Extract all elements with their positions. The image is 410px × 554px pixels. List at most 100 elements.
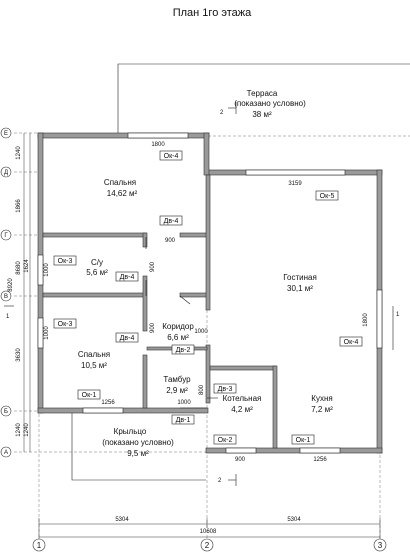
svg-text:1800: 1800 — [151, 142, 165, 148]
tag-ok4-right: Ок-4 — [339, 336, 363, 347]
tag-dv2: Дв-2 — [171, 344, 195, 355]
svg-text:Дв-3: Дв-3 — [218, 386, 233, 393]
windows — [37, 132, 383, 454]
tag-ok5: Ок-5 — [315, 190, 339, 201]
room-labels: Терраса (показано условно) 38 м² Спальня… — [78, 89, 333, 458]
window-living-right — [376, 289, 383, 349]
tag-ok2: Ок-2 — [213, 434, 237, 445]
opening-dimensions: 1800 3159 900 900 1000 900 1000 1000 800… — [44, 142, 369, 463]
svg-text:3630: 3630 — [16, 348, 22, 362]
axis-row-g: Г — [4, 233, 8, 239]
tag-ok3-lower: Ок-3 — [53, 318, 77, 329]
svg-text:900: 900 — [150, 261, 156, 272]
svg-text:Дв-4: Дв-4 — [164, 218, 179, 225]
terrace-area: 38 м² — [252, 110, 272, 119]
bedroom1-area: 14,62 м² — [107, 189, 138, 198]
svg-text:1000: 1000 — [194, 329, 208, 335]
vestibule-area: 2,9 м² — [166, 386, 188, 395]
svg-text:1256: 1256 — [313, 457, 327, 463]
svg-text:8920: 8920 — [8, 278, 14, 292]
svg-text:Ок-5: Ок-5 — [320, 193, 335, 200]
corridor-name: Коридор — [162, 322, 194, 331]
porch-note: (показано условно) — [102, 438, 174, 447]
svg-text:1000: 1000 — [44, 326, 50, 340]
axis-row-a: А — [4, 450, 8, 456]
svg-text:1866: 1866 — [16, 199, 22, 213]
span-right: 5304 — [287, 517, 301, 523]
bedroom2-name: Спальня — [78, 350, 110, 359]
axis-col-3: 3 — [378, 541, 383, 550]
boiler-area: 4,2 м² — [231, 405, 253, 414]
svg-text:1256: 1256 — [101, 400, 115, 406]
svg-text:Дв-4: Дв-4 — [120, 335, 135, 342]
window-bedroom1 — [127, 132, 189, 139]
section-mark-bottom: 2 — [218, 478, 222, 484]
svg-text:900: 900 — [150, 322, 156, 333]
terrace-note: (показано условно) — [234, 99, 306, 108]
svg-text:900: 900 — [165, 238, 176, 244]
axis-row-b: Б — [4, 409, 8, 415]
tag-dv4-low: Дв-4 — [115, 332, 139, 343]
window-living — [245, 169, 346, 176]
axis-col-markers: 1 2 3 — [32, 538, 387, 552]
living-name: Гостиная — [283, 273, 317, 282]
section-marks: 2 2 1 1 — [4, 102, 400, 486]
svg-text:1800: 1800 — [363, 313, 369, 327]
living-area: 30,1 м² — [287, 284, 313, 293]
svg-text:8680: 8680 — [16, 261, 22, 275]
axis-col-2: 2 — [205, 541, 210, 550]
svg-text:Дв-1: Дв-1 — [176, 417, 191, 424]
svg-text:1240: 1240 — [16, 146, 22, 160]
porch-outline — [71, 410, 206, 481]
axis-row-v: В — [4, 294, 8, 300]
svg-text:Ок-1: Ок-1 — [82, 392, 97, 399]
window-bedroom2 — [37, 317, 44, 349]
svg-text:Дв-2: Дв-2 — [176, 347, 191, 354]
axis-row-markers: Е Д Г В Б А — [0, 127, 12, 458]
span-total: 10608 — [200, 529, 217, 535]
svg-text:Ок-1: Ок-1 — [296, 437, 311, 444]
window-kitchen — [299, 447, 341, 454]
svg-text:1624: 1624 — [24, 259, 30, 273]
svg-text:Ок-4: Ок-4 — [164, 153, 179, 160]
section-mark-left: 1 — [6, 314, 10, 320]
svg-text:Ок-3: Ок-3 — [58, 321, 73, 328]
tag-ok3-upper: Ок-3 — [53, 255, 77, 266]
axis-col-1: 1 — [37, 541, 42, 550]
left-dimension-chain: 1240 1866 1624 3630 1240 1240 8920 8680 — [8, 133, 31, 452]
porch-name: Крыльцо — [114, 427, 147, 436]
vestibule-name: Тамбур — [163, 375, 191, 384]
svg-text:1000: 1000 — [177, 400, 191, 406]
tag-ok1-left: Ок-1 — [77, 389, 101, 400]
svg-text:1240: 1240 — [16, 423, 22, 437]
kitchen-area: 7,2 м² — [311, 405, 333, 414]
svg-text:Ок-3: Ок-3 — [58, 258, 73, 265]
svg-text:900: 900 — [235, 457, 246, 463]
section-mark-right: 1 — [396, 312, 400, 318]
svg-text:3159: 3159 — [288, 181, 302, 187]
tag-ok4-top: Ок-4 — [159, 150, 183, 161]
bathroom-name: С/у — [91, 258, 103, 267]
svg-text:Дв-4: Дв-4 — [120, 274, 135, 281]
svg-text:800: 800 — [199, 384, 205, 395]
bedroom1-name: Спальня — [104, 178, 136, 187]
corridor-area: 6,6 м² — [167, 333, 189, 342]
bedroom2-area: 10,5 м² — [81, 361, 107, 370]
sheet-title: План 1го этажа — [173, 7, 252, 19]
bathroom-area: 5,6 м² — [86, 268, 108, 277]
axis-row-d: Д — [4, 170, 8, 176]
svg-text:Ок-2: Ок-2 — [218, 437, 233, 444]
tag-dv4-mid: Дв-4 — [115, 271, 139, 282]
boiler-name: Котельная — [223, 394, 262, 403]
tag-dv4-top: Дв-4 — [159, 215, 183, 226]
terrace-name: Терраса — [247, 89, 278, 98]
terrace-outline — [117, 63, 410, 136]
tag-dv1: Дв-1 — [171, 414, 195, 425]
porch-area: 9,5 м² — [127, 449, 149, 458]
tag-ok1-right: Ок-1 — [291, 434, 315, 445]
window-bathroom — [37, 254, 44, 286]
kitchen-name: Кухня — [311, 394, 332, 403]
span-left: 5304 — [115, 517, 129, 523]
door-swings — [145, 237, 218, 409]
